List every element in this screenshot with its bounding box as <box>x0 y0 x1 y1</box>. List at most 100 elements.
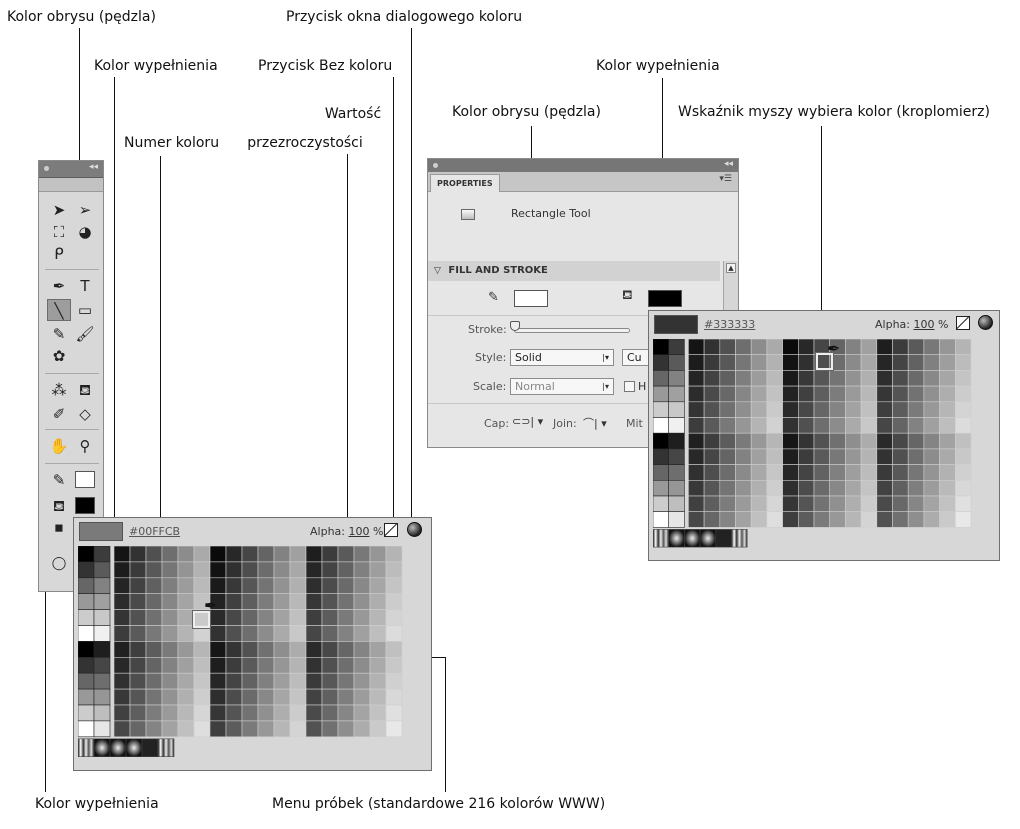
swatch-cell[interactable] <box>766 464 783 481</box>
swatch-cell[interactable] <box>193 546 211 563</box>
swatch-cell[interactable] <box>273 720 291 738</box>
swatch-cell[interactable] <box>305 641 323 658</box>
object-drawing-icon[interactable]: ◯ <box>51 556 67 571</box>
swatch-cell[interactable] <box>766 511 783 528</box>
swatch-cell[interactable] <box>225 577 243 594</box>
swatch-cell[interactable] <box>766 480 783 497</box>
swatch-cell[interactable] <box>939 511 956 528</box>
swatch-cell[interactable] <box>225 704 243 722</box>
swatch-cell[interactable] <box>668 432 685 450</box>
swatch-cell[interactable] <box>719 417 736 434</box>
black-white-icon[interactable]: ◼ <box>54 521 64 534</box>
swatch-cell[interactable] <box>766 339 783 355</box>
hinting-checkbox[interactable] <box>624 381 635 392</box>
swatch-cell[interactable] <box>954 401 972 418</box>
swatch-cell[interactable] <box>337 657 355 674</box>
swatch-cell[interactable] <box>668 370 685 387</box>
swatch-cell[interactable] <box>688 480 705 497</box>
swatch-cell[interactable] <box>337 577 355 594</box>
gradient-swatch[interactable] <box>93 738 111 758</box>
swatch-cell[interactable] <box>939 464 956 481</box>
swatch-cell[interactable] <box>305 593 323 610</box>
swatch-cell[interactable] <box>273 641 291 658</box>
swatch-cell[interactable] <box>703 448 721 465</box>
swatch-cell[interactable] <box>653 511 669 528</box>
swatch-cell[interactable] <box>923 339 940 355</box>
swatch-cell[interactable] <box>798 495 815 512</box>
swatch-cell[interactable] <box>161 704 179 722</box>
swatch-cell[interactable] <box>688 448 705 465</box>
swatch-cell[interactable] <box>829 511 846 528</box>
swatch-cell[interactable] <box>257 546 275 563</box>
swatch-cell[interactable] <box>78 688 95 706</box>
swatch-cell[interactable] <box>860 417 878 434</box>
swatch-cell[interactable] <box>939 480 956 497</box>
swatch-cell[interactable] <box>750 417 768 434</box>
swatch-cell[interactable] <box>225 641 243 658</box>
swatch-cell[interactable] <box>177 546 195 563</box>
swatch-cell[interactable] <box>113 609 131 626</box>
swatch-cell[interactable] <box>907 339 925 355</box>
swatch-cell[interactable] <box>177 720 195 738</box>
swatch-cell[interactable] <box>321 561 339 579</box>
swatch-cell[interactable] <box>289 609 307 626</box>
swatch-cell[interactable] <box>145 609 163 626</box>
swatch-cell[interactable] <box>845 495 862 512</box>
swatch-cell[interactable] <box>703 417 721 434</box>
swatch-cell[interactable] <box>93 704 111 722</box>
swatch-cell[interactable] <box>782 480 799 497</box>
swatch-cell[interactable] <box>892 511 909 528</box>
swatch-cell[interactable] <box>735 448 752 465</box>
swatch-cell[interactable] <box>668 339 685 355</box>
swatch-cell[interactable] <box>145 657 163 674</box>
swatch-cell[interactable] <box>93 546 111 563</box>
swatch-cell[interactable] <box>337 688 355 706</box>
swatch-cell[interactable] <box>353 657 371 674</box>
hex-value[interactable]: #333333 <box>704 318 756 331</box>
swatch-cell[interactable] <box>860 464 878 481</box>
swatch-cell[interactable] <box>668 417 685 434</box>
swatch-cell[interactable] <box>860 385 878 403</box>
swatch-cell[interactable] <box>369 593 387 610</box>
swatch-cell[interactable] <box>305 657 323 674</box>
swatch-cell[interactable] <box>653 495 669 512</box>
zoom-tool-icon[interactable]: ⚲ <box>79 437 91 455</box>
swatch-cell[interactable] <box>145 704 163 722</box>
swatch-cell[interactable] <box>289 704 307 722</box>
swatch-cell[interactable] <box>876 495 893 512</box>
swatch-cell[interactable] <box>860 495 878 512</box>
swatch-cell[interactable] <box>907 511 925 528</box>
swatch-cell[interactable] <box>241 720 259 738</box>
swatch-cell[interactable] <box>703 354 721 371</box>
swatch-cell[interactable] <box>782 432 799 450</box>
swatch-cell[interactable] <box>129 657 147 674</box>
swatch-cell[interactable] <box>923 354 940 371</box>
swatch-cell[interactable] <box>353 720 371 738</box>
swatch-cell[interactable] <box>321 672 339 690</box>
swatch-cell[interactable] <box>78 593 95 610</box>
swatch-cell[interactable] <box>385 688 403 706</box>
swatch-cell[interactable] <box>209 657 227 674</box>
swatch-cell[interactable] <box>273 672 291 690</box>
eraser-tool-icon[interactable]: ◇ <box>79 405 91 423</box>
swatch-cell[interactable] <box>225 720 243 738</box>
stroke-color-swatch[interactable] <box>75 471 95 488</box>
swatch-cell[interactable] <box>161 625 179 642</box>
swatch-cell[interactable] <box>369 546 387 563</box>
swatch-cell[interactable] <box>273 704 291 722</box>
free-transform-tool-icon[interactable]: ⛶ <box>53 223 65 241</box>
swatch-cell[interactable] <box>257 720 275 738</box>
swatch-cell[interactable] <box>813 385 830 403</box>
swatch-cell[interactable] <box>688 432 705 450</box>
swatch-cell[interactable] <box>703 339 721 355</box>
swatch-cell[interactable] <box>225 672 243 690</box>
swatch-cell[interactable] <box>353 688 371 706</box>
swatch-cell[interactable] <box>289 593 307 610</box>
swatch-cell[interactable] <box>735 432 752 450</box>
text-tool-icon[interactable]: T <box>80 277 90 295</box>
swatch-cell[interactable] <box>829 495 846 512</box>
swatch-cell[interactable] <box>385 657 403 674</box>
swatch-cell[interactable] <box>845 432 862 450</box>
swatch-cell[interactable] <box>876 464 893 481</box>
swatch-cell[interactable] <box>829 464 846 481</box>
